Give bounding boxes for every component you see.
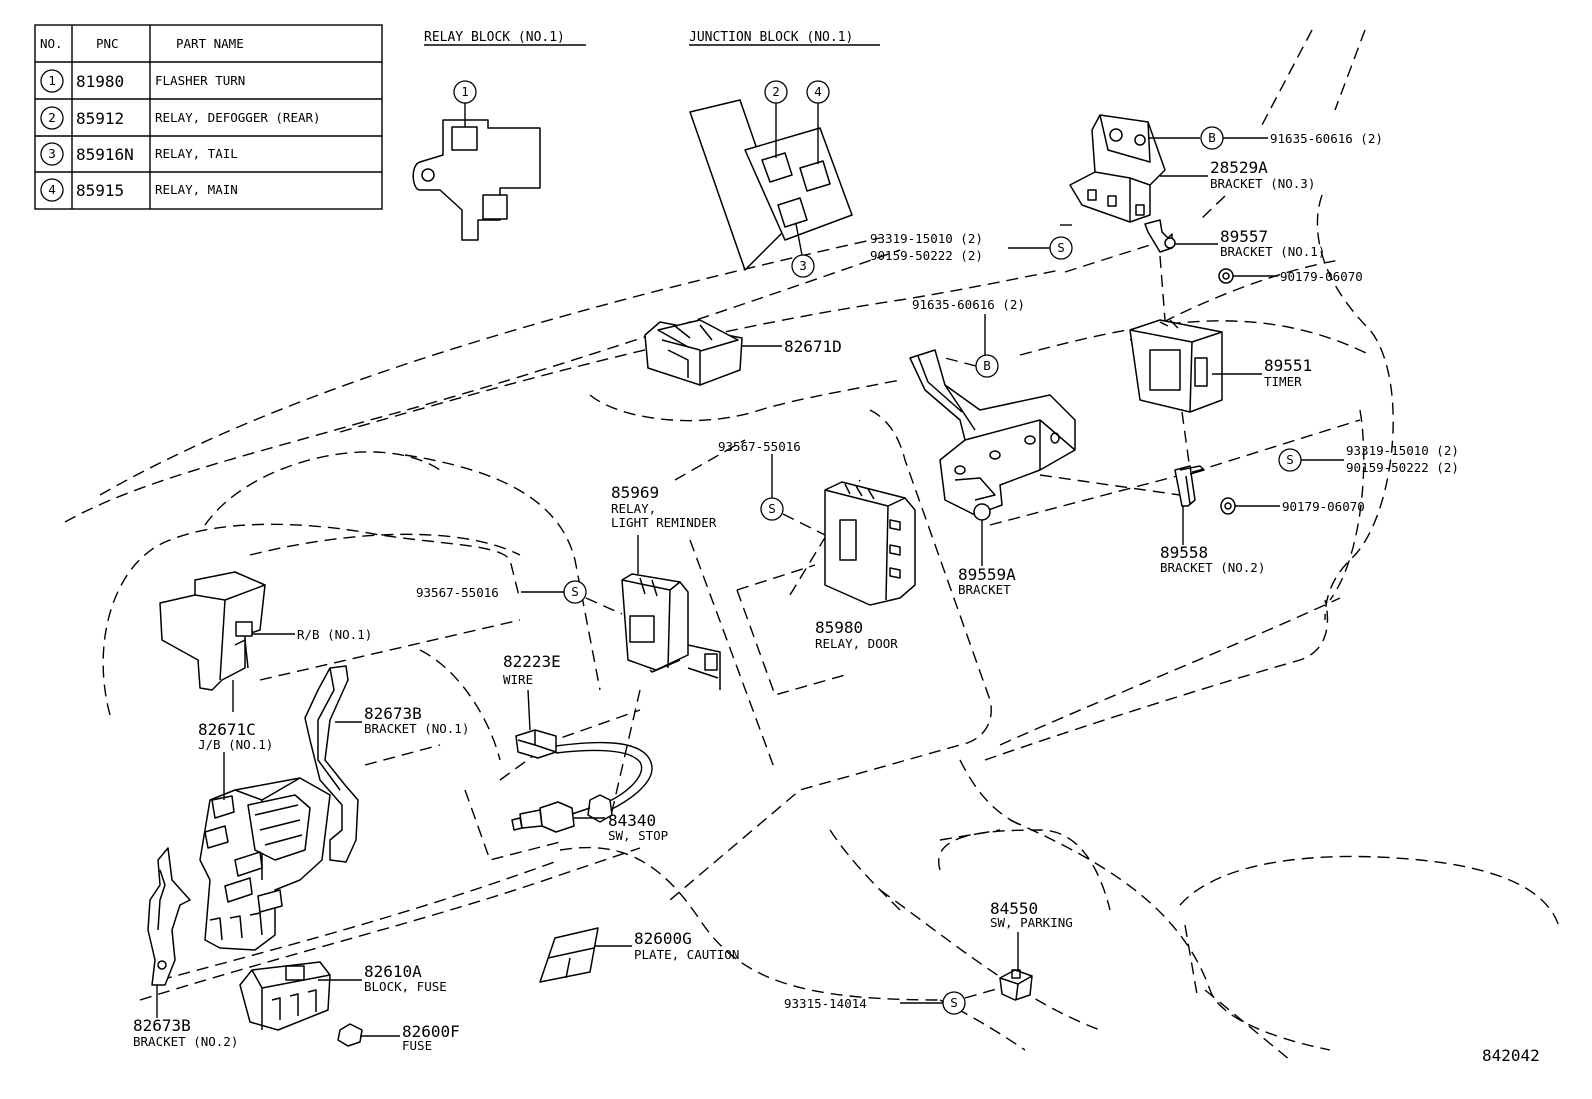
relay-block-no1: 1 <box>412 80 541 241</box>
bracket-no2-89558 <box>1174 465 1205 545</box>
part-name-rb-no1: R/B (NO.1) <box>297 627 372 642</box>
part-number-91635-top: 91635-60616 (2) <box>1270 131 1383 146</box>
table-row-part-name: RELAY, TAIL <box>155 146 238 161</box>
part-number-82610a: 82610A <box>364 962 422 981</box>
table-row-no: 3 <box>48 146 56 161</box>
part-number-90159-right: 90159-50222 (2) <box>1346 460 1459 475</box>
part-name-89558: BRACKET (NO.2) <box>1160 560 1265 575</box>
table-row-no: 1 <box>48 73 56 88</box>
part-name-85969-line2: LIGHT REMINDER <box>611 515 717 530</box>
part-number-82671d: 82671D <box>784 337 842 356</box>
caution-plate-82600g <box>539 927 632 983</box>
callout-number: 4 <box>814 84 822 99</box>
wire-82223e <box>515 689 653 811</box>
screw-callout: S <box>1286 452 1294 467</box>
screw-callout: S <box>1057 240 1065 255</box>
part-name-28529a: BRACKET (NO.3) <box>1210 176 1315 191</box>
diagram-id: 842042 <box>1482 1046 1540 1065</box>
part-name-82600f: FUSE <box>402 1038 432 1053</box>
part-number-82600g: 82600G <box>634 929 692 948</box>
callout-number: 3 <box>799 258 807 273</box>
table-header-pnc: PNC <box>96 36 119 51</box>
part-number-91635-mid: 91635-60616 (2) <box>912 297 1025 312</box>
part-number-28529a: 28529A <box>1210 158 1268 177</box>
nut-90179-right <box>1220 497 1280 515</box>
part-name-85980: RELAY, DOOR <box>815 636 898 651</box>
bracket-no1-89557 <box>1144 219 1218 253</box>
fuse-82600f <box>337 1023 400 1047</box>
table-row-pnc: 85915 <box>76 181 124 200</box>
part-number-84550: 84550 <box>990 899 1038 918</box>
part-name-82673b-top: BRACKET (NO.1) <box>364 721 469 736</box>
part-name-85969-line1: RELAY, <box>611 501 656 516</box>
callout-number: 1 <box>461 84 469 99</box>
part-number-90179-right: 90179-06070 <box>1282 499 1365 514</box>
screw-callout: S <box>950 995 958 1010</box>
part-number-93315: 93315-14014 <box>784 996 867 1011</box>
part-number-84340: 84340 <box>608 811 656 830</box>
timer-89551 <box>1129 319 1262 413</box>
part-number-89551: 89551 <box>1264 356 1312 375</box>
table-row-pnc: 85916N <box>76 145 134 164</box>
relay-cluster-82671d: 82671D <box>644 319 842 386</box>
part-name-82600g: PLATE, CAUTION <box>634 947 739 962</box>
junction-block-no1-inset: 2 4 3 <box>689 80 853 278</box>
screw-callout: S <box>768 501 776 516</box>
part-number-90159-top: 90159-50222 (2) <box>870 248 983 263</box>
part-name-84340: SW, STOP <box>608 828 668 843</box>
part-number-82673b-top: 82673B <box>364 704 422 723</box>
table-header-no: NO. <box>40 36 63 51</box>
part-number-82223e: 82223E <box>503 652 561 671</box>
part-number-89559a: 89559A <box>958 565 1016 584</box>
nut-90179-top <box>1218 268 1278 284</box>
junction-block-82671c <box>199 752 331 951</box>
part-number-82600f: 82600F <box>402 1022 460 1041</box>
part-name-89557: BRACKET (NO.1) <box>1220 244 1325 259</box>
part-name-89551: TIMER <box>1264 374 1302 389</box>
part-number-93319-right: 93319-15010 (2) <box>1346 443 1459 458</box>
relay-light-reminder-85969 <box>621 535 721 690</box>
part-number-85969: 85969 <box>611 483 659 502</box>
part-name-82610a: BLOCK, FUSE <box>364 979 447 994</box>
table-row-pnc: 81980 <box>76 72 124 91</box>
relay-block-heading: RELAY BLOCK (NO.1) <box>424 30 565 45</box>
fuse-block-82610a <box>239 961 362 1031</box>
relay-door-85980 <box>824 481 916 606</box>
part-name-82673b-bottom: BRACKET (NO.2) <box>133 1034 238 1049</box>
part-number-93319-top: 93319-15010 (2) <box>870 231 983 246</box>
part-name-82223e: WIRE <box>503 672 533 687</box>
junction-block-heading: JUNCTION BLOCK (NO.1) <box>689 30 853 45</box>
parking-switch-84550 <box>999 932 1033 1001</box>
part-number-93567-mid: 93567-55016 <box>718 439 801 454</box>
table-row-part-name: FLASHER TURN <box>155 73 245 88</box>
bracket-no3-28529a <box>1069 114 1226 223</box>
relay-block-no1-part <box>159 571 295 712</box>
part-number-82673b-bottom: 82673B <box>133 1016 191 1035</box>
table-row-no: 2 <box>48 110 56 125</box>
callout-number: 2 <box>772 84 780 99</box>
parts-table: NO. PNC PART NAME 1 81980 FLASHER TURN 2… <box>34 24 383 210</box>
bolt-callout: B <box>1208 130 1216 145</box>
stop-switch-84340 <box>511 794 613 833</box>
part-number-90179-top: 90179-06070 <box>1280 269 1363 284</box>
part-number-93567-left: 93567-55016 <box>416 585 499 600</box>
part-number-82671c: 82671C <box>198 720 256 739</box>
bracket-89559a <box>909 349 1076 566</box>
screw-callout: S <box>571 584 579 599</box>
part-name-84550: SW, PARKING <box>990 915 1073 930</box>
table-row-no: 4 <box>48 182 56 197</box>
part-number-89557: 89557 <box>1220 227 1268 246</box>
part-name-89559a: BRACKET <box>958 582 1011 597</box>
part-number-85980: 85980 <box>815 618 863 637</box>
bracket-no1-82673b <box>304 665 362 863</box>
table-header-part-name: PART NAME <box>176 36 244 51</box>
bolt-callout: B <box>983 358 991 373</box>
table-row-part-name: RELAY, DEFOGGER (REAR) <box>155 110 321 125</box>
bracket-no2-82673b <box>147 847 191 1018</box>
part-name-82671c: J/B (NO.1) <box>198 737 273 752</box>
part-number-89558: 89558 <box>1160 543 1208 562</box>
table-row-part-name: RELAY, MAIN <box>155 182 238 197</box>
table-row-pnc: 85912 <box>76 109 124 128</box>
